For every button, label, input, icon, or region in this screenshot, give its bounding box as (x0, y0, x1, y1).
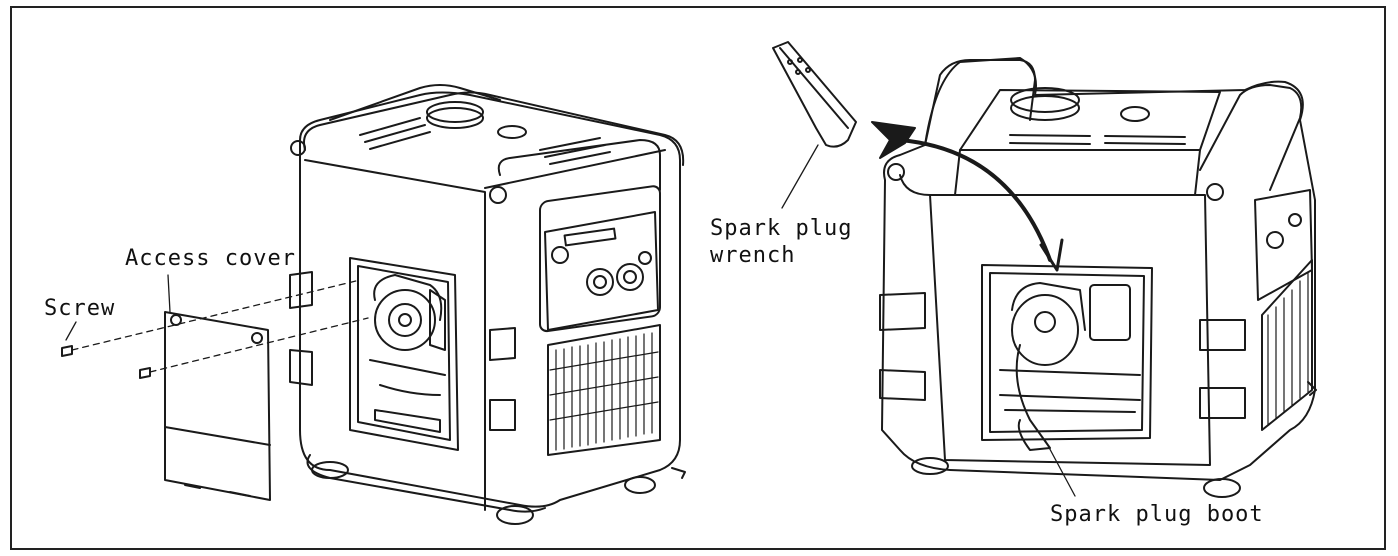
screws-and-guides (61, 274, 369, 379)
screw-label: Screw (44, 296, 116, 321)
diagram-frame (10, 6, 1386, 550)
spark-plug-boot-label: Spark plug boot (1050, 502, 1264, 527)
access-cover-label: Access cover (125, 246, 296, 271)
spark-plug-wrench-label-line2: wrench (710, 243, 796, 268)
access-cover-panel (164, 311, 271, 501)
spark-plug-wrench (772, 41, 857, 209)
right-generator (879, 57, 1317, 498)
left-generator (289, 84, 686, 525)
spark-plug-wrench-label-line1: Spark plug (710, 216, 853, 241)
